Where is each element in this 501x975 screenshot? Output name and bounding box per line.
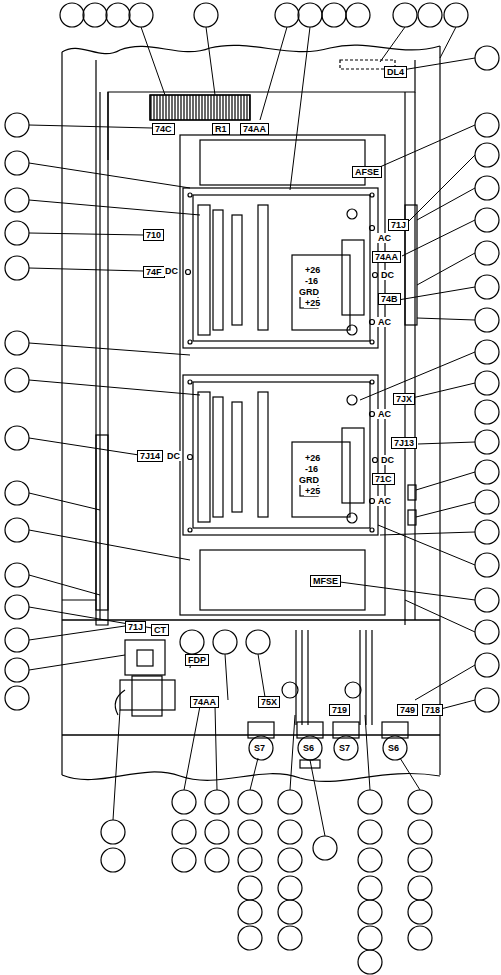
terminal-label: -16	[304, 464, 319, 474]
part-tag: 749	[397, 704, 418, 716]
part-tag: 7J13	[391, 437, 417, 449]
part-tag: 75X	[258, 696, 280, 708]
terminal-label: DC	[380, 455, 395, 465]
terminal-label: -16	[304, 276, 319, 286]
part-tag: CT	[151, 624, 169, 636]
part-tag: DL4	[384, 66, 407, 78]
part-tag: 710	[143, 229, 164, 241]
terminal-label: DC	[166, 451, 181, 461]
terminal-label: S6	[387, 743, 400, 753]
part-tag: 7J14	[137, 450, 163, 462]
part-tag: 7JX	[393, 393, 415, 405]
part-tag: 718	[422, 704, 443, 716]
part-tag: R1	[212, 123, 230, 135]
part-tag: 74F	[143, 266, 165, 278]
part-tag: FDP	[185, 654, 209, 666]
terminal-label: AC	[377, 233, 392, 243]
terminal-label: +25	[304, 486, 321, 496]
part-tag: 719	[329, 704, 350, 716]
part-tag: 71J	[125, 621, 146, 633]
terminal-label: +25	[304, 298, 321, 308]
part-tag: 74AA	[240, 123, 269, 135]
terminal-label: S6	[302, 743, 315, 753]
terminal-label: DC	[380, 270, 395, 280]
part-tag: 74AA	[372, 251, 401, 263]
part-tag: 71C	[372, 473, 395, 485]
terminal-label: +26	[304, 265, 321, 275]
part-tag: MFSE	[310, 575, 341, 587]
terminal-label: GRD	[298, 287, 320, 297]
terminal-label: S7	[338, 743, 351, 753]
terminal-label: AC	[377, 496, 392, 506]
terminal-label: S7	[253, 743, 266, 753]
part-tag: 74B	[378, 293, 401, 305]
terminal-label: AC	[377, 409, 392, 419]
part-tag: 74C	[152, 123, 175, 135]
part-tag: 74AA	[190, 696, 219, 708]
terminal-label: +26	[304, 453, 321, 463]
part-tag: 71J	[388, 219, 409, 231]
terminal-label: GRD	[298, 475, 320, 485]
part-tag: AFSE	[352, 166, 382, 178]
terminal-label: DC	[164, 266, 179, 276]
terminal-label: AC	[377, 317, 392, 327]
